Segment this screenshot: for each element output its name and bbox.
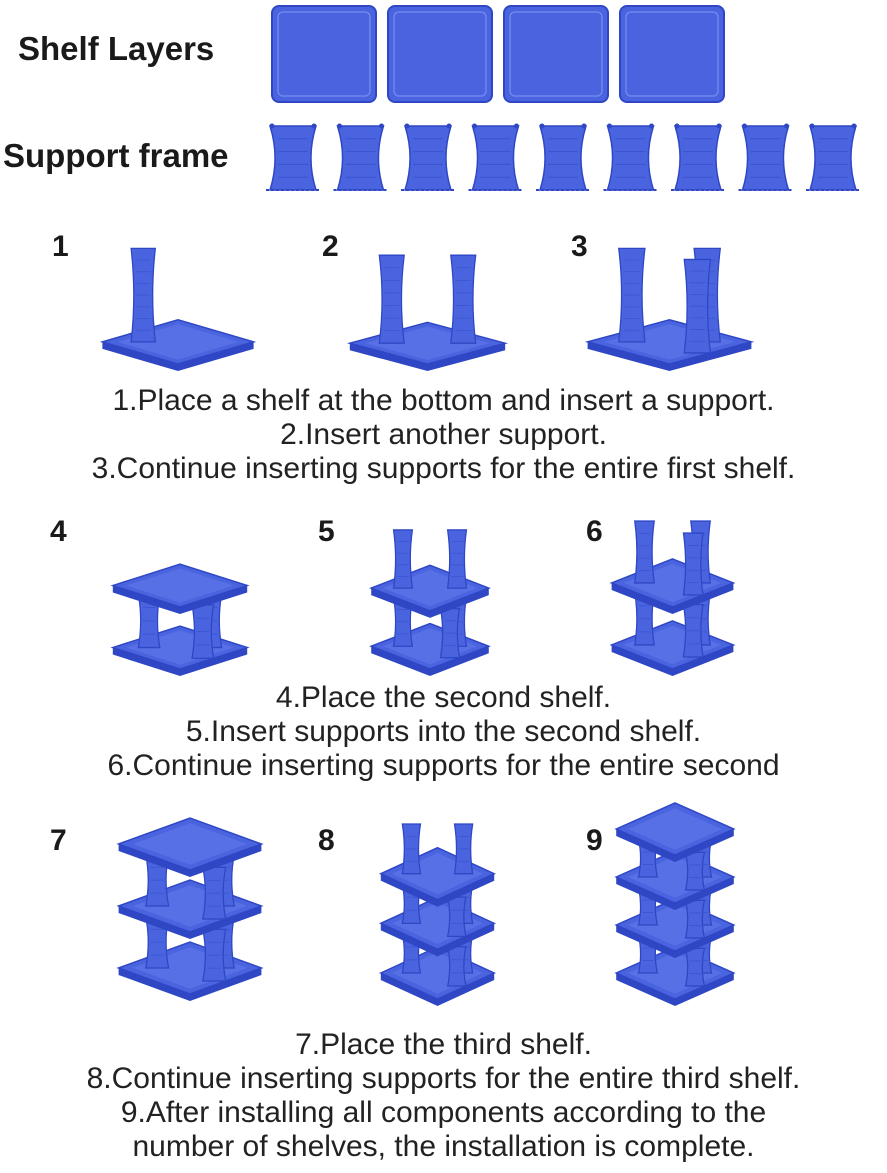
step-3-illustration <box>572 205 767 375</box>
assembly-drawing <box>614 802 736 1006</box>
step-number: 4 <box>50 515 67 548</box>
caption-line: 9.After installing all components accord… <box>120 1096 767 1129</box>
caption-line: 7.Place the third shelf. <box>295 1028 592 1061</box>
support-frame-part <box>671 123 725 191</box>
caption-line: 8.Continue inserting supports for the en… <box>86 1062 801 1095</box>
support-frame-part <box>401 123 455 191</box>
shelf-layer-part <box>387 5 493 103</box>
assembly-drawing <box>369 529 491 676</box>
assembly-drawing <box>99 247 257 371</box>
illustration-svg <box>379 823 496 1006</box>
illustration-svg <box>110 563 250 676</box>
caption-line: 1.Place a shelf at the bottom and insert… <box>112 384 775 417</box>
assembly-drawing <box>609 520 736 676</box>
shelf-layers-label: Shelf Layers <box>18 30 215 67</box>
illustration-svg <box>614 802 736 1006</box>
assembly-drawing <box>110 563 250 676</box>
illustration-svg <box>369 529 491 676</box>
assembly-drawing <box>379 823 496 1006</box>
step-number: 2 <box>322 230 339 263</box>
shelf-layer-part <box>271 5 377 103</box>
support-frame-part <box>603 123 658 191</box>
support-frame-part <box>806 123 860 191</box>
step-6-illustration <box>600 495 745 680</box>
step-5-illustration <box>360 505 500 680</box>
illustration-svg <box>116 817 264 1001</box>
caption-line: 6.Continue inserting supports for the en… <box>107 749 780 782</box>
step-number: 9 <box>586 824 603 857</box>
step-number: 1 <box>52 230 69 263</box>
illustration-svg <box>584 247 755 371</box>
step-2-illustration <box>335 215 520 375</box>
caption-line: 3.Continue inserting supports for the en… <box>91 452 796 485</box>
step-number: 8 <box>318 824 335 857</box>
support-frame-part <box>266 123 320 191</box>
support-frame-label: Support frame <box>3 137 229 174</box>
step-1-illustration <box>88 205 268 375</box>
caption-line: 2.Insert another support. <box>280 418 607 451</box>
shelf-layer-part <box>503 5 609 103</box>
step-number: 3 <box>571 230 588 263</box>
shelf-layer-part <box>619 5 725 103</box>
assembly-drawing <box>584 247 755 371</box>
support-frame-part <box>333 123 388 191</box>
assembly-drawing <box>346 254 509 371</box>
step-4-illustration <box>100 515 260 680</box>
step-number: 5 <box>318 515 335 548</box>
support-frame-part <box>738 123 793 191</box>
step-number: 6 <box>586 515 603 548</box>
caption-line: 5.Insert supports into the second shelf. <box>185 715 702 748</box>
illustration-svg <box>271 5 725 103</box>
illustration-svg <box>609 520 736 676</box>
step-7-illustration <box>105 795 275 1005</box>
support-frame-part <box>536 123 590 191</box>
step-number: 7 <box>50 824 67 857</box>
illustration-svg <box>266 123 860 191</box>
shelf-layers-row <box>270 4 730 104</box>
caption-line: 4.Place the second shelf. <box>275 681 612 714</box>
illustration-svg <box>346 254 509 371</box>
step-9-illustration <box>605 795 745 1010</box>
illustration-svg <box>99 247 257 371</box>
step-8-illustration <box>370 795 505 1010</box>
assembly-drawing <box>116 817 264 1001</box>
support-frame-part <box>468 123 523 191</box>
caption-line: number of shelves, the installation is c… <box>132 1130 755 1163</box>
support-frame-row <box>264 122 864 196</box>
